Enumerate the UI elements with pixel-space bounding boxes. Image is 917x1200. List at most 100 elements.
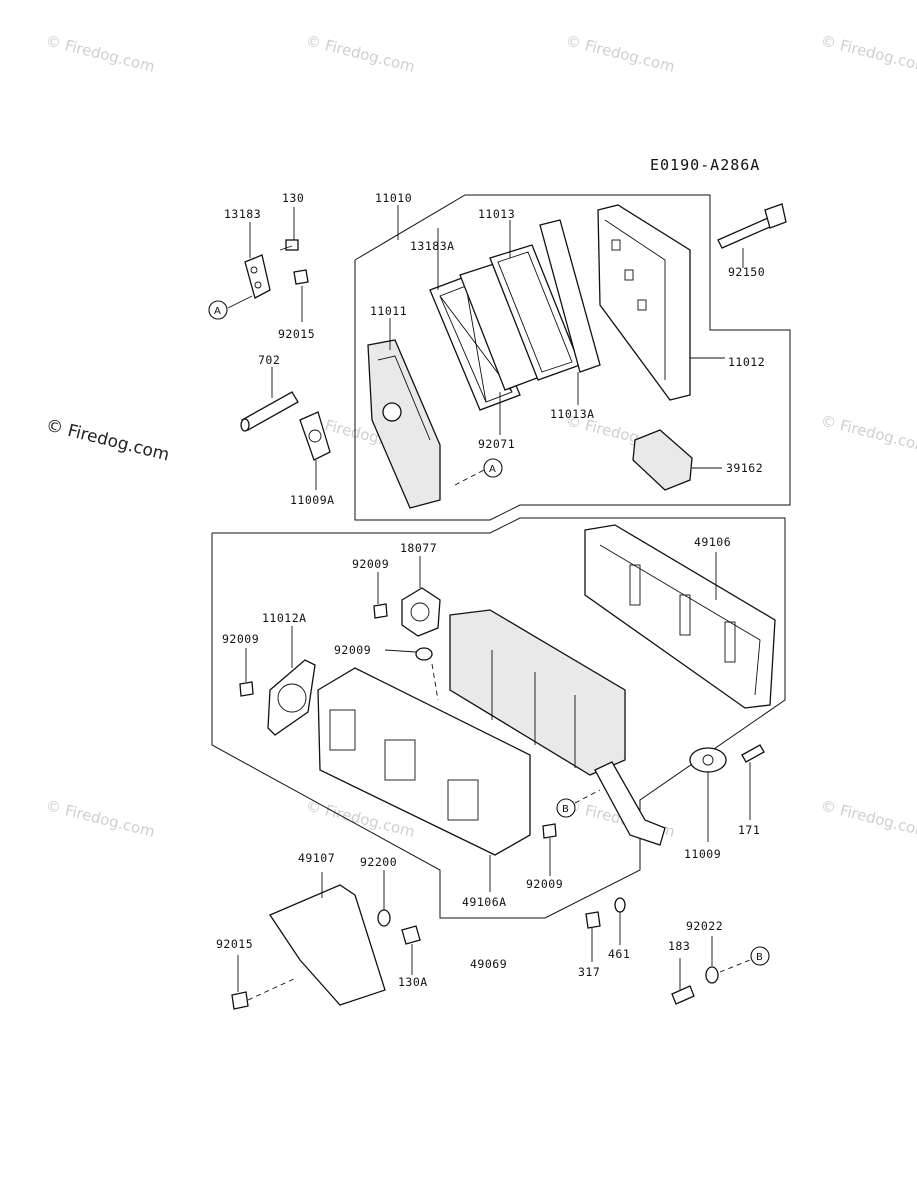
label-11013A: 11013A xyxy=(550,407,595,421)
label-130: 130 xyxy=(282,191,304,205)
label-130A: 130A xyxy=(398,975,428,989)
guard-49107 xyxy=(269,884,386,1006)
leader xyxy=(454,469,485,486)
callout-a xyxy=(483,458,503,478)
label-92200: 92200 xyxy=(360,855,397,869)
callout-b xyxy=(750,946,770,966)
label-92015-top: 92015 xyxy=(278,327,315,341)
plate-hole xyxy=(250,266,258,274)
label-92071: 92071 xyxy=(478,437,515,451)
air-cleaner-group-outline xyxy=(354,194,791,521)
arrester-18077 xyxy=(401,587,441,637)
plug-92009-b xyxy=(415,647,433,661)
cover-49106A xyxy=(317,667,531,856)
label-317: 317 xyxy=(578,965,600,979)
hose-end xyxy=(240,418,250,432)
pad-39162 xyxy=(632,429,693,491)
bolt-92150 xyxy=(717,217,773,249)
shield-slot xyxy=(724,621,736,663)
leader xyxy=(247,977,297,1001)
leader xyxy=(227,295,253,309)
leader xyxy=(431,663,439,701)
leader xyxy=(384,649,417,653)
cover-slot xyxy=(637,299,647,311)
diagram-code: E0190-A286A xyxy=(650,156,760,174)
watermark-text: © Firedog.com xyxy=(44,796,157,840)
case-detail xyxy=(377,355,431,441)
gasket-11009 xyxy=(689,747,727,773)
leader xyxy=(574,789,601,804)
element-pleats xyxy=(497,251,573,373)
label-11011: 11011 xyxy=(370,304,407,318)
callout-a-label: A xyxy=(214,306,221,317)
muffler-group: B xyxy=(211,517,786,919)
label-171: 171 xyxy=(738,823,760,837)
label-49106A: 49106A xyxy=(462,895,507,909)
label-49106: 49106 xyxy=(694,535,731,549)
label-11012: 11012 xyxy=(728,355,765,369)
wing-head xyxy=(764,203,787,229)
hose-702 xyxy=(241,391,299,431)
washer-92022 xyxy=(705,966,719,984)
label-461: 461 xyxy=(608,947,630,961)
gasket-11012A xyxy=(267,659,316,736)
muffler-body xyxy=(449,609,626,776)
cover-vents xyxy=(447,779,479,821)
watermark-text: © Firedog.com xyxy=(564,31,677,75)
label-92009-c: 92009 xyxy=(334,643,371,657)
cover-ribs xyxy=(604,219,666,380)
label-702: 702 xyxy=(258,353,280,367)
callout-a xyxy=(208,300,228,320)
label-18077: 18077 xyxy=(400,541,437,555)
air-cleaner-group: A A xyxy=(208,194,791,521)
filter-11013A xyxy=(539,219,601,373)
washer-461 xyxy=(614,897,626,913)
cover-slot xyxy=(611,239,621,251)
leader xyxy=(279,245,293,251)
loose-parts-group: B xyxy=(231,870,770,1010)
bolt-183 xyxy=(671,985,695,1005)
label-13183: 13183 xyxy=(224,207,261,221)
bolt-130A xyxy=(401,925,421,945)
watermark-text: © Firedog.com xyxy=(819,411,917,455)
watermark-text: © Firedog.com xyxy=(304,31,417,75)
arrester-center xyxy=(410,602,430,622)
label-92015-bottom: 92015 xyxy=(216,937,253,951)
watermark-text: © Firedog.com xyxy=(819,31,917,75)
label-11012A: 11012A xyxy=(262,611,307,625)
label-92022: 92022 xyxy=(686,919,723,933)
nut-92009-a xyxy=(373,603,388,619)
nut-317 xyxy=(585,911,601,929)
callout-b-label: B xyxy=(562,804,569,815)
plate-hole xyxy=(254,281,262,289)
label-92009-d: 92009 xyxy=(526,877,563,891)
label-13183A: 13183A xyxy=(410,239,455,253)
label-183: 183 xyxy=(668,939,690,953)
label-92009-a: 92009 xyxy=(352,557,389,571)
label-39162: 39162 xyxy=(726,461,763,475)
washer-92200 xyxy=(377,909,391,927)
shield-slot xyxy=(629,564,641,606)
callout-b-label: B xyxy=(756,952,763,963)
gasket-hole xyxy=(702,754,714,766)
nut-92015 xyxy=(293,269,309,285)
label-11009: 11009 xyxy=(684,847,721,861)
label-49107: 49107 xyxy=(298,851,335,865)
gasket-port xyxy=(277,683,307,713)
shield-slot xyxy=(679,594,691,636)
bolt-130 xyxy=(285,239,299,251)
nut-92009-c xyxy=(239,681,254,697)
nut-92015-bottom xyxy=(231,991,249,1010)
watermark-text: © Firedog.com xyxy=(44,31,157,75)
label-92150: 92150 xyxy=(728,265,765,279)
bolt-171 xyxy=(741,744,765,763)
watermark-text-dark: © Firedog.com xyxy=(44,415,172,465)
callout-b xyxy=(556,798,576,818)
plate-13183 xyxy=(244,254,271,299)
leader xyxy=(719,959,751,973)
gasket-cross xyxy=(465,285,487,403)
label-49069: 49069 xyxy=(470,957,507,971)
gasket-11009A xyxy=(299,411,331,461)
watermark-text: © Firedog.com xyxy=(819,796,917,840)
